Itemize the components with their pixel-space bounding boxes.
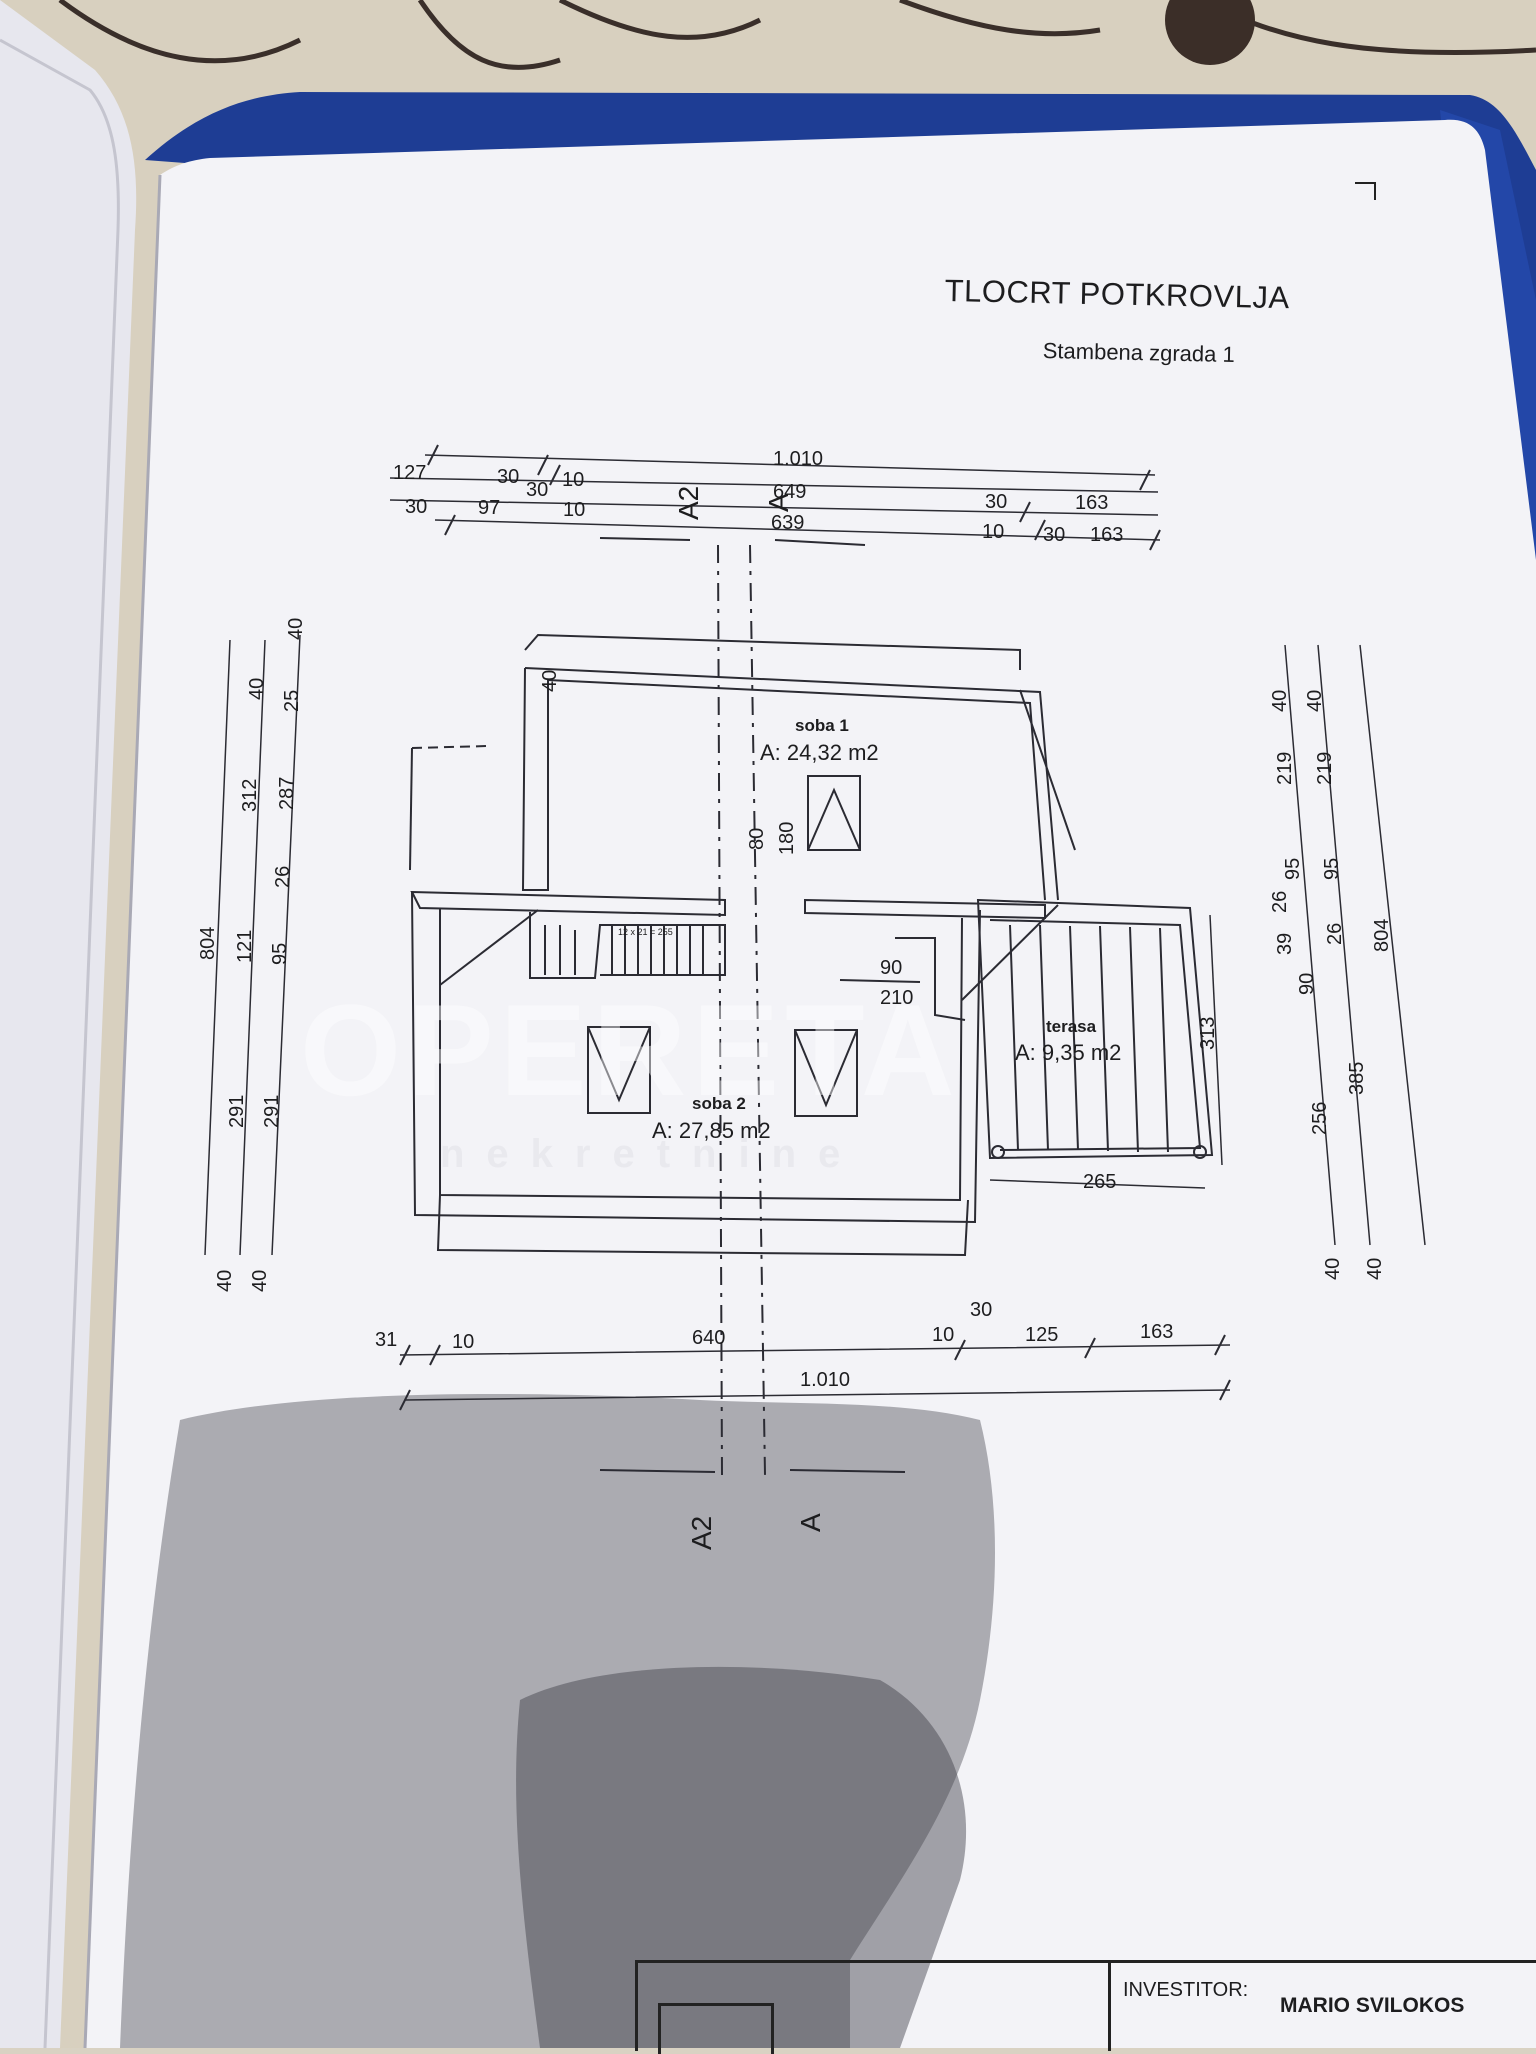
section-mark-a-bottom: A [795,1513,826,1532]
dim-bottom-163: 163 [1140,1321,1174,1343]
dim-top-30d: 30 [985,491,1008,513]
dim-left-26: 26 [272,865,294,888]
dim-top-30b: 30 [405,496,428,518]
page-subtitle: Stambena zgrada 1 [1042,338,1236,368]
dim-inner-210: 210 [880,987,914,1009]
dim-bottom-10b: 10 [932,1324,955,1346]
dim-right-95a: 95 [1282,857,1304,880]
section-mark-a-top: A [763,493,794,512]
dim-left-40c: 40 [214,1269,236,1292]
dim-top-649: 649 [773,481,807,503]
title-block-divider [1108,1963,1111,2051]
dim-bottom-640: 640 [692,1327,726,1349]
dim-left-95: 95 [269,942,291,965]
dim-left-804: 804 [197,926,219,960]
dim-inner-90: 90 [880,957,903,979]
dim-bottom-1010: 1.010 [800,1369,851,1391]
dim-inner-313: 313 [1197,1016,1219,1050]
dim-top-1010: 1.010 [773,448,824,470]
dim-left-291b: 291 [261,1094,283,1128]
dimension-ticks [399,444,1231,1411]
investor-label: INVESTITOR: [1123,1979,1249,2001]
dim-bottom-31: 31 [375,1329,398,1351]
dim-right-40c: 40 [1322,1257,1344,1280]
section-mark-a2-bottom: A2 [686,1515,717,1550]
investor-name: MARIO SVILOKOS [1280,1994,1465,2017]
dim-right-26b: 26 [1324,922,1346,945]
dim-left-287: 287 [276,776,298,810]
dim-left-40d: 40 [249,1269,271,1292]
dim-top-10b: 10 [563,499,586,521]
dim-bottom-125: 125 [1025,1324,1059,1346]
dim-right-385: 385 [1346,1061,1368,1095]
stairs-label: 12 x 21 = 255 [618,927,673,937]
hand-shadow [120,1394,995,2048]
dim-top-10a: 10 [562,469,585,491]
dim-right-804: 804 [1371,918,1393,952]
title-block [635,1960,1536,2054]
room-name-soba-1: soba 1 [795,716,849,735]
room-name-soba-2: soba 2 [692,1094,746,1113]
dim-inner-180: 180 [776,821,798,855]
dim-right-90: 90 [1296,972,1318,995]
dim-right-95b: 95 [1321,857,1343,880]
dim-top-10c: 10 [982,521,1005,543]
dim-top-639: 639 [771,512,805,534]
dim-left-291a: 291 [226,1094,248,1128]
dim-inner-80: 80 [746,827,768,850]
floor-plan [409,537,1214,1476]
room-name-terasa: terasa [1046,1017,1097,1036]
dim-right-40d: 40 [1364,1257,1386,1280]
dim-left-40a: 40 [285,617,307,640]
dim-inner-40: 40 [539,669,561,692]
dim-right-256: 256 [1309,1101,1331,1135]
dim-bottom-10a: 10 [452,1331,475,1353]
dim-left-121: 121 [234,929,256,963]
dim-top-163a: 163 [1075,492,1109,514]
flower-center [1165,0,1255,65]
room-area-soba-1: A: 24,32 m2 [760,740,879,765]
dim-right-26a: 26 [1269,890,1291,913]
dim-inner-265: 265 [1083,1171,1117,1193]
room-area-soba-2: A: 27,85 m2 [652,1118,771,1143]
room-area-terasa: A: 9,35 m2 [1015,1040,1122,1065]
dim-right-40b: 40 [1304,689,1326,712]
dim-top-30e: 30 [1043,524,1066,546]
left-page [0,0,137,2048]
dim-top-127: 127 [393,462,427,484]
dim-right-40a: 40 [1269,689,1291,712]
dim-top-97: 97 [478,497,501,519]
dim-left-40b: 40 [246,677,268,700]
dim-right-219b: 219 [1314,751,1336,785]
dim-bottom-30: 30 [970,1299,993,1321]
section-mark-a2-top: A2 [673,485,704,520]
dim-top-30a: 30 [497,466,520,488]
dim-right-39: 39 [1274,932,1296,955]
watermark-logo: OPERETA [300,977,961,1123]
dim-top-30c: 30 [526,479,549,501]
dim-left-25: 25 [281,689,303,712]
watermark-subtitle: nekretnine [440,1132,863,1176]
page-title: TLOCRT POTKROVLJA [944,273,1290,316]
title-block-logo [658,2003,774,2054]
dim-right-219a: 219 [1274,751,1296,785]
dim-top-163b: 163 [1090,524,1124,546]
dim-left-312: 312 [239,778,261,812]
